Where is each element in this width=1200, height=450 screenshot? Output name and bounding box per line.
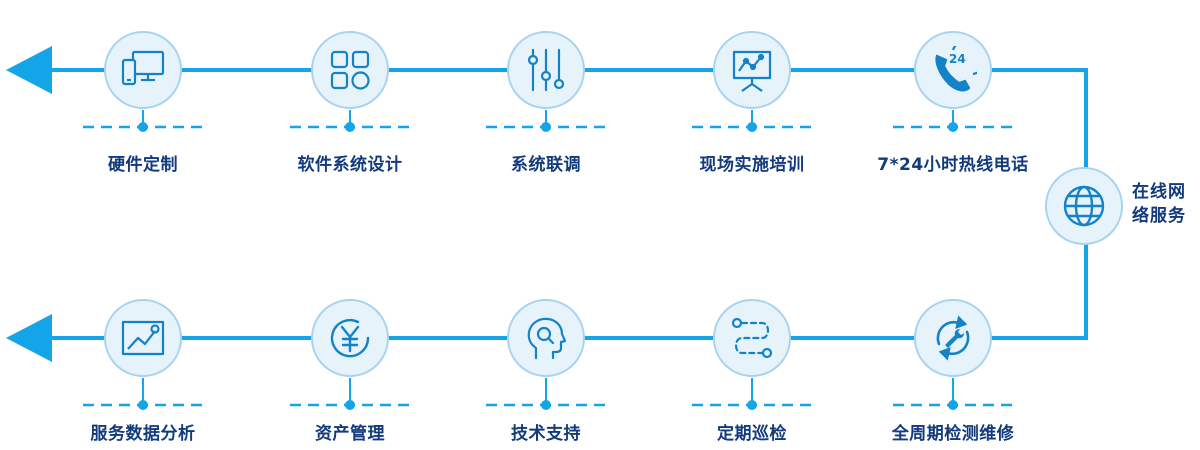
presentation-board-icon (732, 50, 772, 92)
dash-dot-0-4 (948, 122, 958, 132)
dash-dot-1-0 (138, 400, 148, 410)
label-system-integration: 系统联调 (511, 155, 581, 175)
label-asset-management: 资产管理 (315, 424, 385, 444)
line-chart-icon (121, 320, 165, 356)
node-hotline: 24 (913, 30, 993, 110)
dash-dot-0-1 (345, 122, 355, 132)
dash-dot-1-2 (541, 400, 551, 410)
dash-dot-0-2 (541, 122, 551, 132)
node-tech-support (506, 298, 586, 378)
label-full-cycle-repair: 全周期检测维修 (891, 424, 1015, 444)
dash-dot-1-3 (747, 400, 757, 410)
globe-icon (1063, 185, 1105, 227)
label-data-analysis: 服务数据分析 (90, 424, 196, 444)
hotline-24-text: 24 (949, 52, 966, 66)
arrow-head-top (6, 46, 52, 94)
dash-dot-1-1 (345, 400, 355, 410)
node-inspection (712, 298, 792, 378)
node-full-cycle-repair (913, 298, 993, 378)
label-hardware-custom: 硬件定制 (108, 155, 178, 175)
node-asset-management (310, 298, 390, 378)
node-hardware-custom (103, 30, 183, 110)
dash-dot-0-0 (138, 122, 148, 132)
node-online-service (1044, 166, 1124, 246)
dash-dot-1-4 (948, 400, 958, 410)
label-online-service-line1: 在线网 (1132, 182, 1186, 202)
sliders-icon (527, 48, 565, 92)
label-online-service: 在线网 络服务 (1132, 180, 1198, 228)
dash-dot-0-3 (747, 122, 757, 132)
yuan-icon (330, 318, 370, 358)
label-tech-support: 技术支持 (511, 424, 581, 444)
route-icon (731, 317, 773, 359)
phone-24-icon (935, 46, 977, 92)
label-inspection: 定期巡检 (717, 424, 787, 444)
wrench-cycle-icon (936, 315, 970, 361)
node-onsite-training (712, 30, 792, 110)
label-online-service-line2: 络服务 (1132, 206, 1186, 226)
apps-grid-icon (330, 50, 370, 90)
arrow-head-bottom (6, 314, 52, 362)
node-data-analysis (103, 298, 183, 378)
label-software-design: 软件系统设计 (297, 155, 403, 175)
label-onsite-training: 现场实施培训 (699, 155, 805, 175)
node-system-integration (506, 30, 586, 110)
devices-icon (121, 50, 165, 86)
node-software-design (310, 30, 390, 110)
label-hotline: 7*24小时热线电话 (877, 155, 1029, 175)
head-search-icon (527, 317, 567, 360)
